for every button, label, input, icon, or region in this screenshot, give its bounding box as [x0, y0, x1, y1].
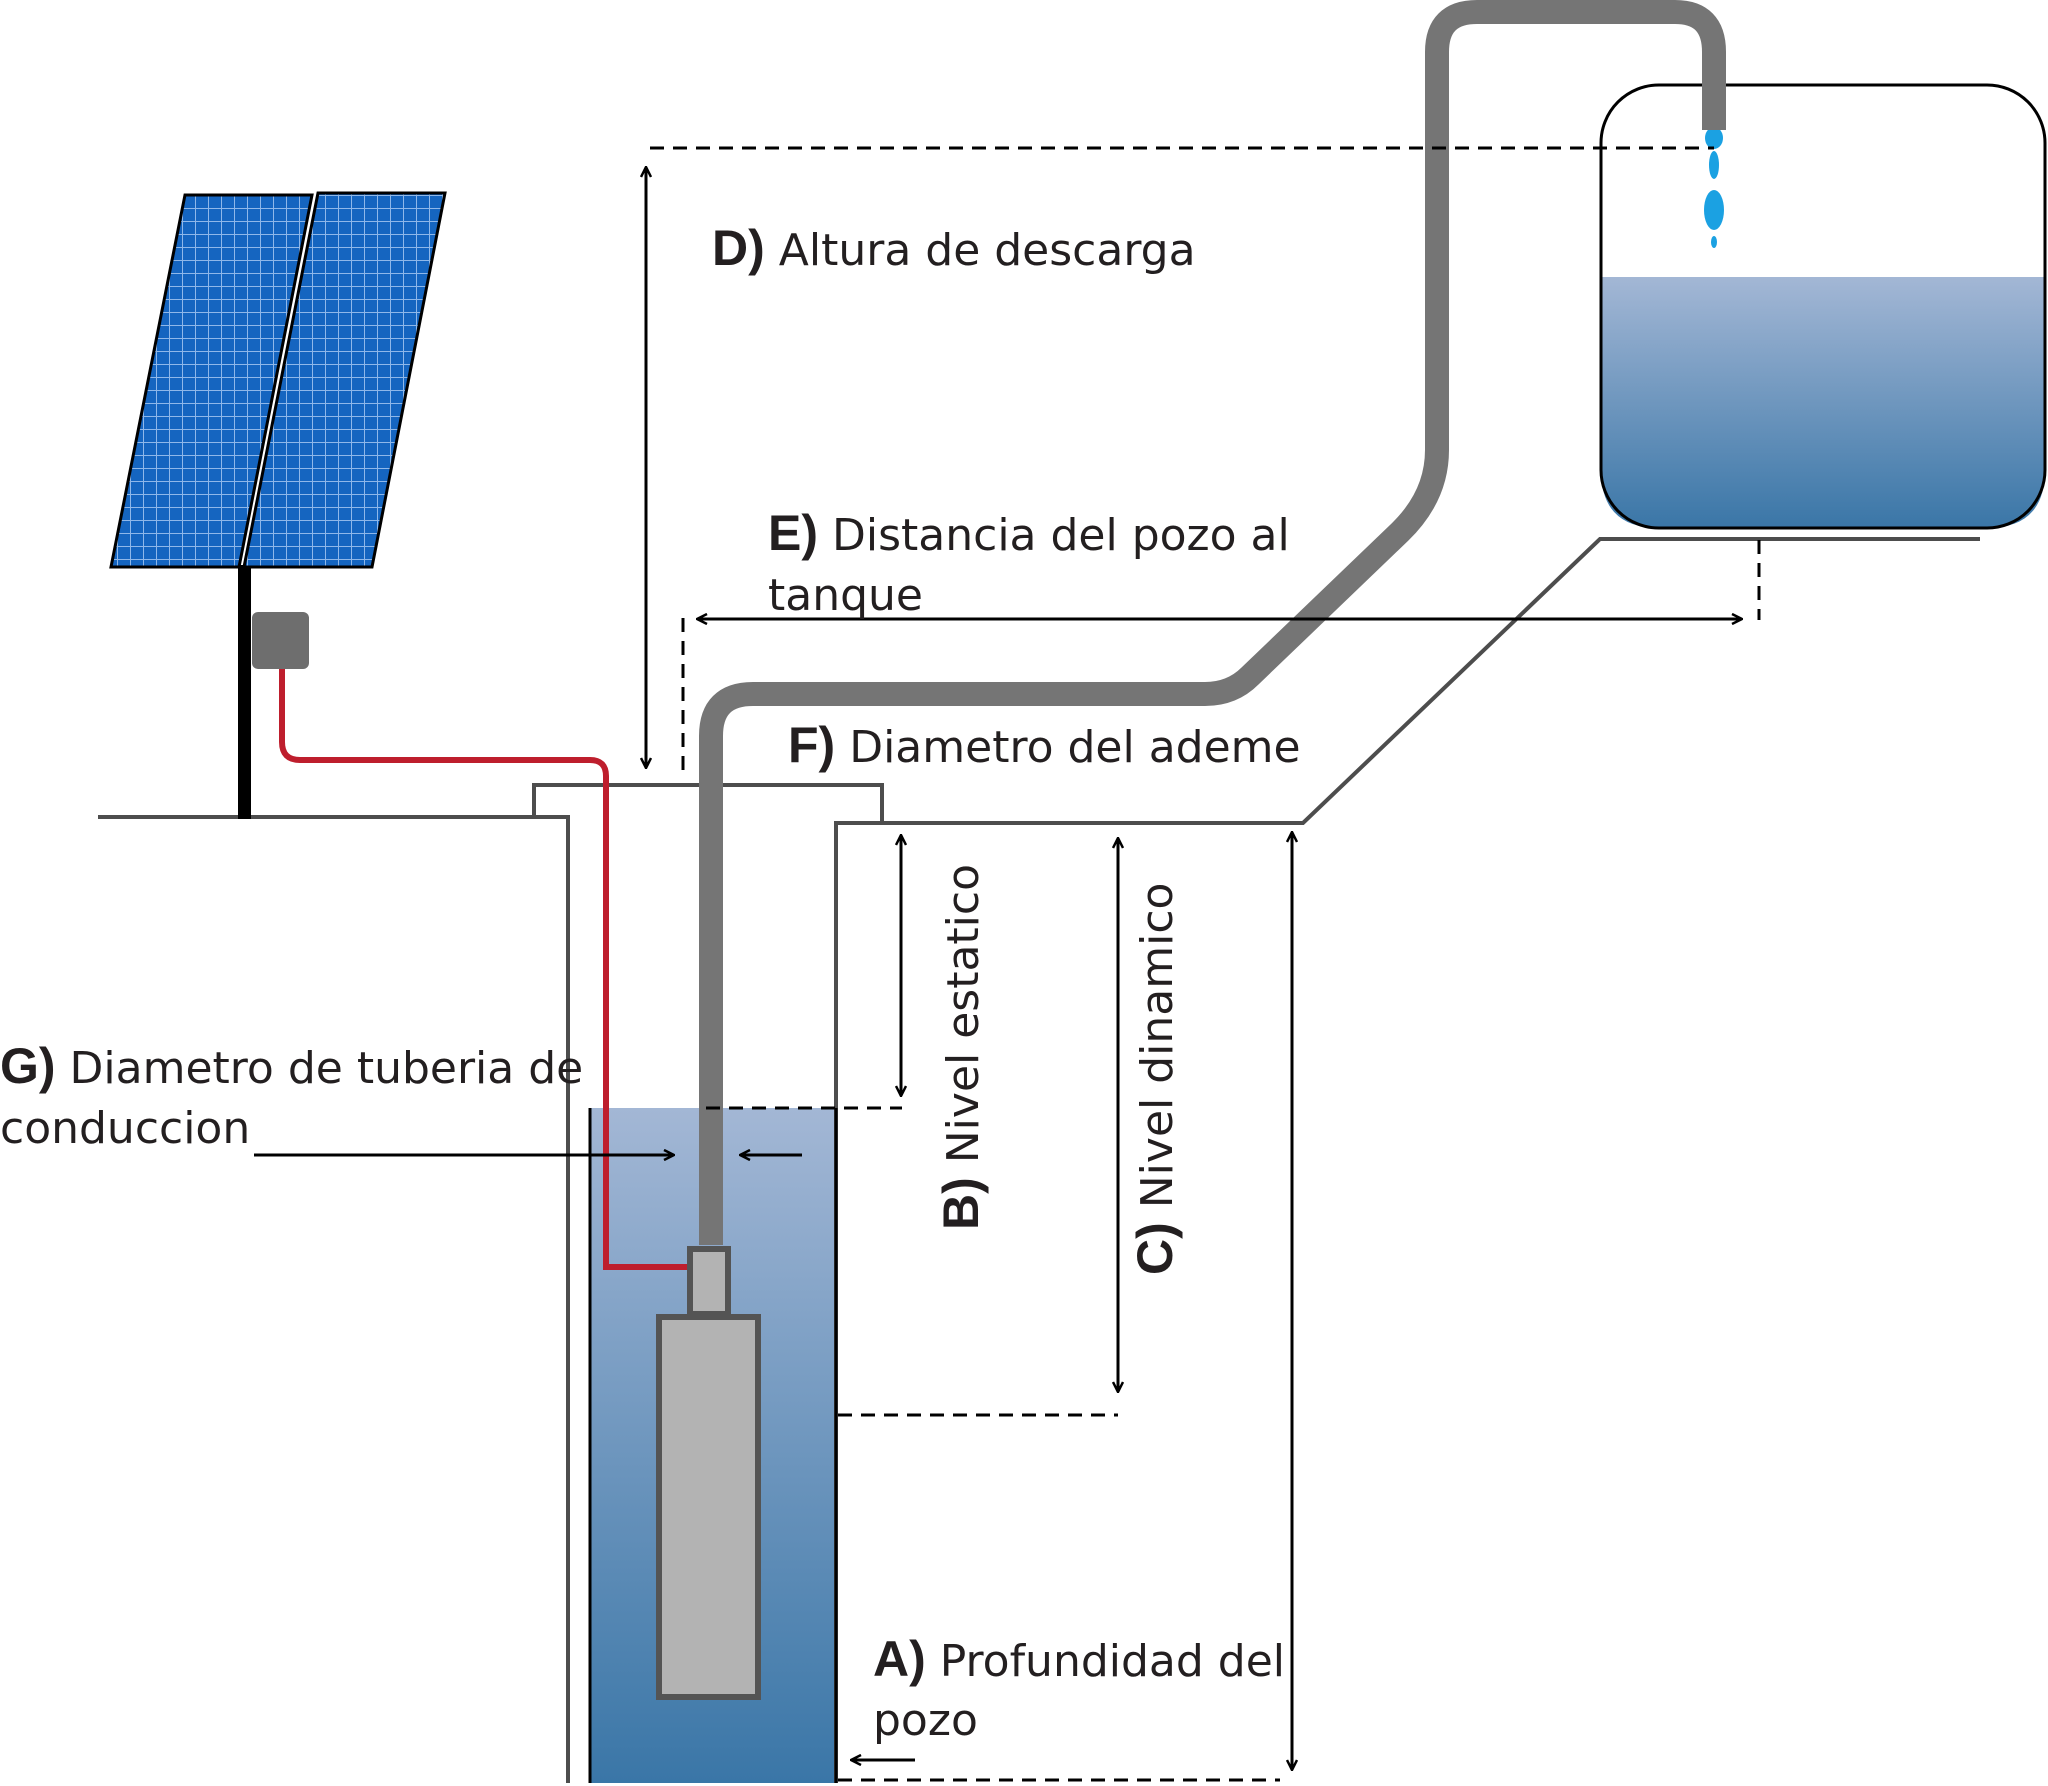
tank-water	[1601, 277, 2045, 528]
controller-box	[252, 612, 309, 669]
submersible-pump	[656, 1246, 761, 1700]
power-cable	[279, 669, 687, 1270]
svg-text:conduccion: conduccion	[0, 1103, 250, 1154]
label-e: E)Distancia del pozo al tanque	[768, 505, 1290, 621]
solar-panel-left	[109, 193, 314, 569]
discharge-pipe	[699, 0, 1726, 1245]
svg-text:pozo: pozo	[873, 1695, 978, 1746]
label-f: F)Diametro del ademe	[788, 717, 1301, 773]
pump-neck	[687, 1246, 731, 1317]
svg-text:A)Profundidad del: A)Profundidad del	[873, 1631, 1285, 1687]
svg-text:tanque: tanque	[768, 570, 923, 621]
ground-and-well	[98, 537, 1980, 1783]
water-drops	[1704, 127, 1724, 248]
solar-panel-right	[242, 191, 447, 569]
label-g: G)Diametro de tuberia de conduccion	[0, 1038, 583, 1154]
svg-text:G)Diametro de tuberia de: G)Diametro de tuberia de	[0, 1038, 583, 1094]
label-d: D)Altura de descarga	[712, 220, 1196, 276]
storage-tank	[1599, 83, 2047, 530]
label-c: C)Nivel dinamico	[1127, 883, 1183, 1275]
dimension-arrows	[254, 167, 1742, 1770]
label-b: B)Nivel estatico	[933, 864, 989, 1230]
solar-array	[109, 191, 447, 819]
svg-text:E)Distancia del pozo al: E)Distancia del pozo al	[768, 505, 1290, 561]
pump-body	[656, 1314, 761, 1700]
label-a: A)Profundidad del pozo	[873, 1631, 1285, 1746]
dimension-guides	[650, 146, 1761, 1782]
panel-post	[238, 565, 251, 819]
tank-outline	[1599, 83, 2047, 530]
